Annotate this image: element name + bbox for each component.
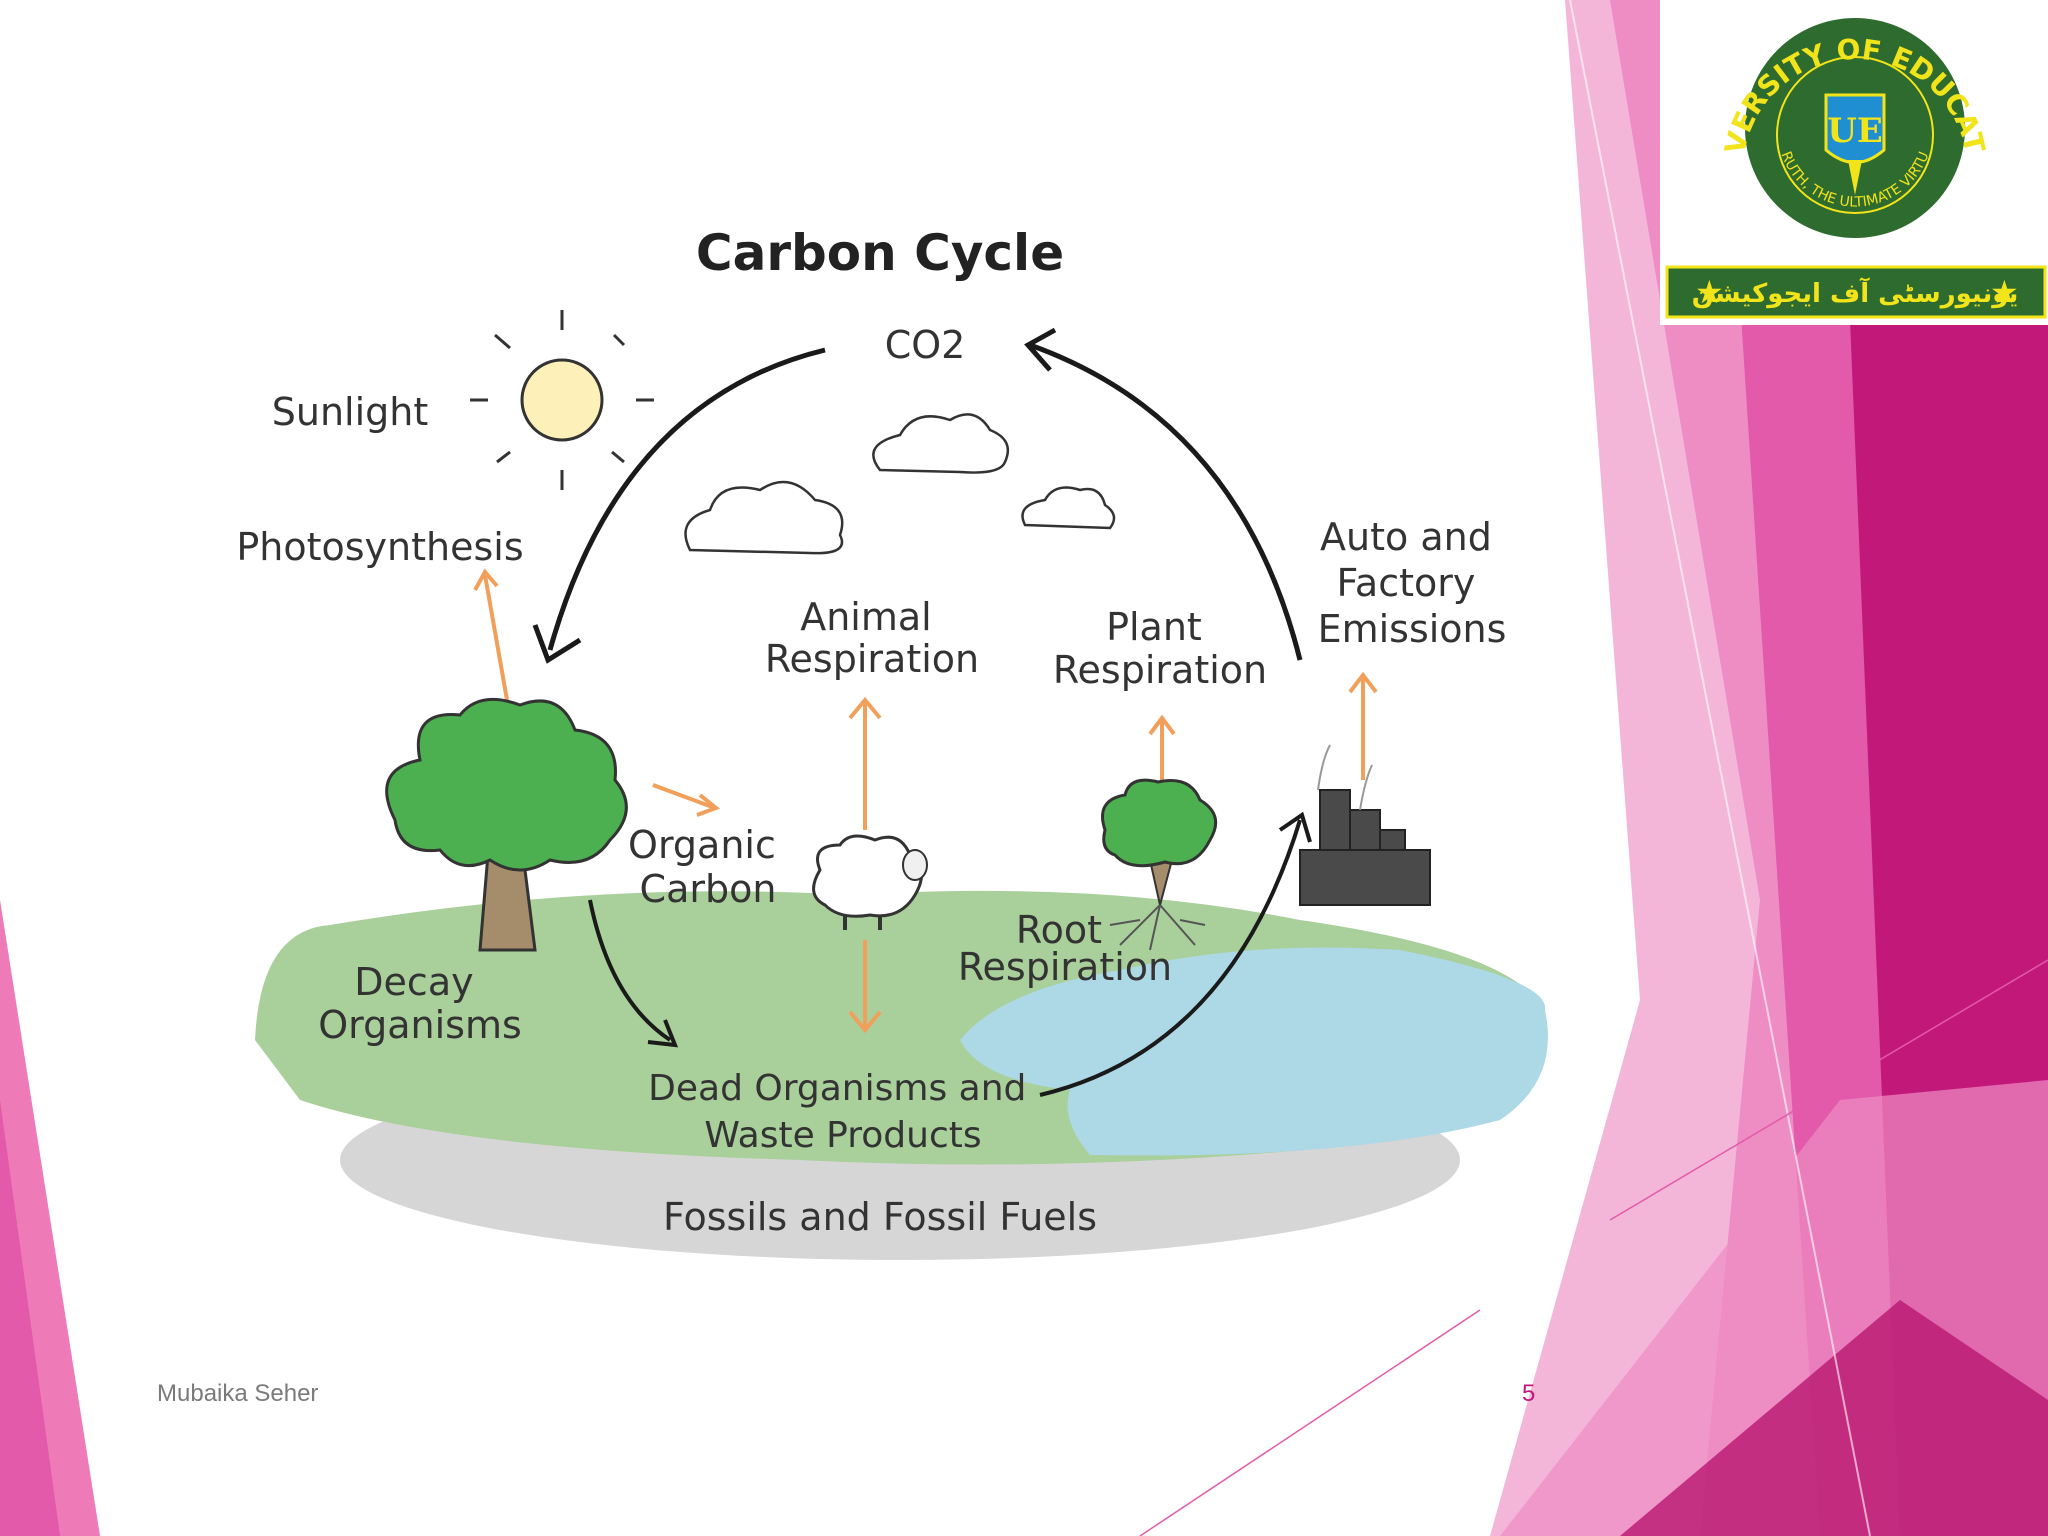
emissions-arrowhead [1024,327,1057,372]
decay-organisms-label: Decay Organisms [318,960,522,1047]
logo-star-left: ★ [1695,274,1724,310]
organic-carbon-label: Organic Carbon [628,823,788,911]
diagram-title: Carbon Cycle [696,224,1064,282]
co2-label: CO2 [885,323,966,367]
sunlight-label: Sunlight [272,390,429,434]
animal-respiration-label: Animal Respiration [765,595,979,681]
plant-with-roots-icon [1101,778,1218,951]
emissions-cycle-arrow [1029,342,1303,661]
dead-organisms-label: Dead Organisms and Waste Products [648,1068,1038,1156]
slide-page-number: 5 [1522,1380,1536,1407]
fossil-fuel-arrow [1039,819,1302,1097]
root-respiration-label: Root Respiration [958,908,1172,989]
orange-arrows [473,568,1378,1034]
cloud-icon [684,413,1116,555]
logo-star-right: ★ [1990,274,2019,310]
water-area [960,947,1548,1156]
factory-icon [1299,744,1431,906]
logo-emblem-letters: UE [1827,111,1883,151]
emissions-label: Auto and Factory Emissions [1318,515,1507,651]
fossil-fuel-arrowhead [1278,811,1312,843]
slide-author: Mubaika Seher [157,1380,319,1407]
sun-icon [470,310,654,490]
plant-respiration-label: Plant Respiration [1053,605,1267,692]
tree-icon [385,697,628,952]
photosynthesis-label: Photosynthesis [236,525,523,569]
logo-urdu-text: یونیورسٹی آف ایجوکیشن [1692,277,2019,309]
decay-arrow [588,899,672,1042]
photosynthesis-arrowhead [532,624,582,664]
carbon-cycle-diagram: Carbon Cycle CO2 Sunlight Photosynthesis… [236,224,1548,1260]
sheep-icon [812,834,928,930]
photosynthesis-cycle-arrow [547,347,826,651]
fossils-label: Fossils and Fossil Fuels [663,1195,1097,1239]
decay-arrowhead [647,1019,679,1048]
